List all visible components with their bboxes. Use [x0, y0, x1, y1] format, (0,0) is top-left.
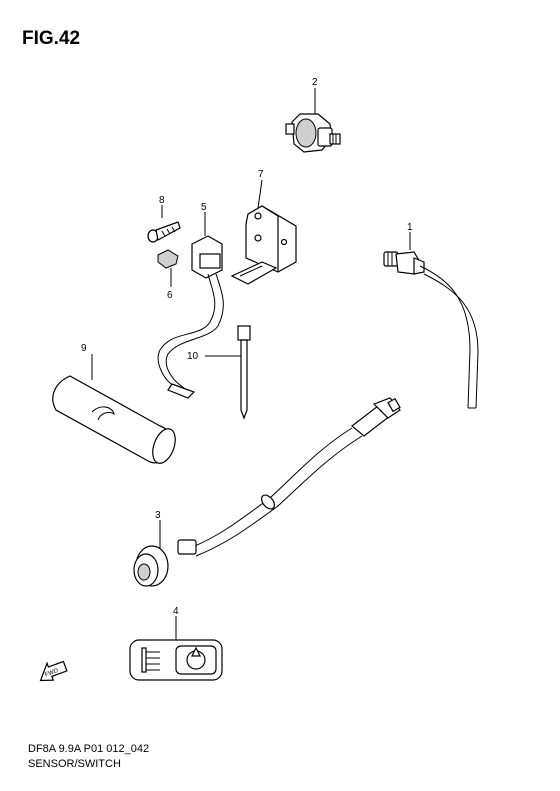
part-10-cable-tie[interactable]: [205, 325, 251, 420]
figure-title: FIG.42: [22, 28, 81, 49]
callout-5: 5: [201, 202, 207, 213]
forward-arrow-label: FWD: [44, 668, 60, 679]
forward-arrow-icon: FWD: [39, 660, 68, 682]
callout-10: 10: [187, 351, 199, 362]
figure-footer: DF8A 9.9A P01 012_042 SENSOR/SWITCH: [28, 742, 149, 772]
callout-3: 3: [155, 510, 161, 521]
callout-7: 7: [258, 169, 264, 180]
part-4-label[interactable]: [129, 616, 223, 681]
callout-6: 6: [167, 290, 173, 301]
part-7-bracket[interactable]: [230, 179, 297, 285]
part-1-sensor[interactable]: [383, 232, 479, 409]
callout-8: 8: [159, 195, 165, 206]
callout-2: 2: [312, 77, 318, 88]
part-5-switch[interactable]: [157, 212, 224, 399]
part-8-screw[interactable]: [147, 205, 181, 243]
part-2-sensor-plug[interactable]: [285, 88, 341, 153]
part-6-nut[interactable]: [157, 249, 179, 287]
callout-4: 4: [173, 606, 179, 617]
figure-code: DF8A 9.9A P01 012_042: [28, 743, 150, 755]
part-3-harness-switch[interactable]: [133, 397, 401, 587]
part-9-tube[interactable]: [52, 354, 180, 466]
callout-9: 9: [81, 343, 87, 354]
callout-1: 1: [407, 222, 413, 233]
figure-caption: SENSOR/SWITCH: [28, 758, 121, 770]
